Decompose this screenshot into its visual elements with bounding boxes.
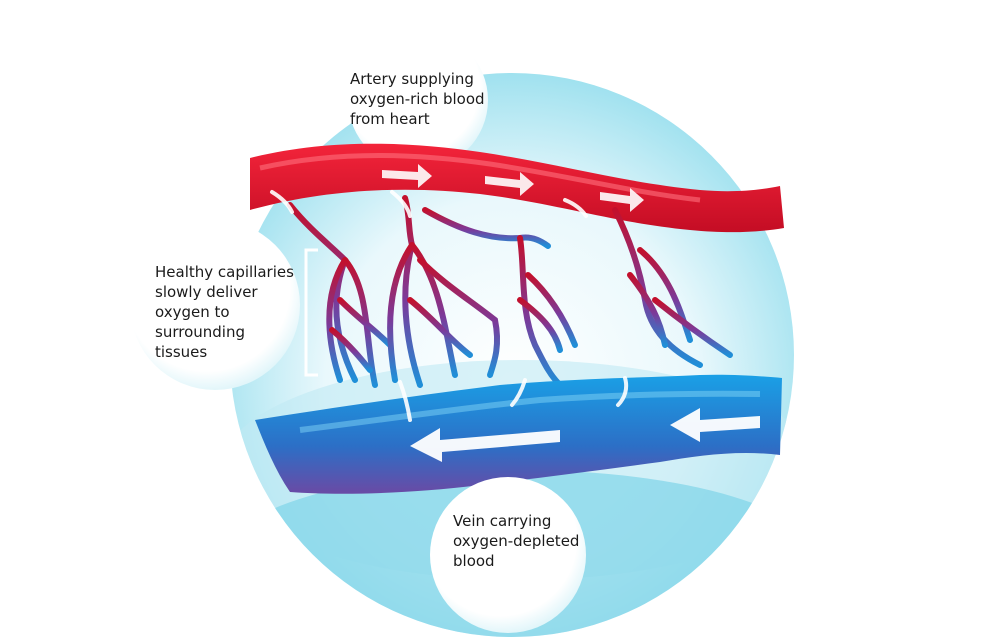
arrow-icon <box>600 188 644 212</box>
artery-label-bubble <box>348 30 488 170</box>
capillaries-bracket <box>304 248 318 377</box>
capillary-entry-arrows <box>270 190 588 218</box>
vein-label: Vein carrying oxygen-depleted blood <box>453 512 580 570</box>
capillary-network <box>287 195 733 388</box>
vein-label-bubble <box>430 477 586 633</box>
arrow-icon <box>670 408 760 442</box>
vein-flow-arrows <box>410 408 760 462</box>
vein-entry-arrows <box>398 376 629 422</box>
arrow-icon <box>410 428 560 462</box>
capillaries-label-bubble <box>130 220 300 390</box>
capillaries-label: Healthy capillaries slowly deliver oxyge… <box>155 263 294 361</box>
artery-label: Artery supplying oxygen-rich blood from … <box>350 70 485 128</box>
artery-flow-arrows <box>382 164 644 212</box>
artery <box>250 143 784 233</box>
arrow-icon <box>382 164 432 188</box>
arrow-icon <box>485 172 534 196</box>
